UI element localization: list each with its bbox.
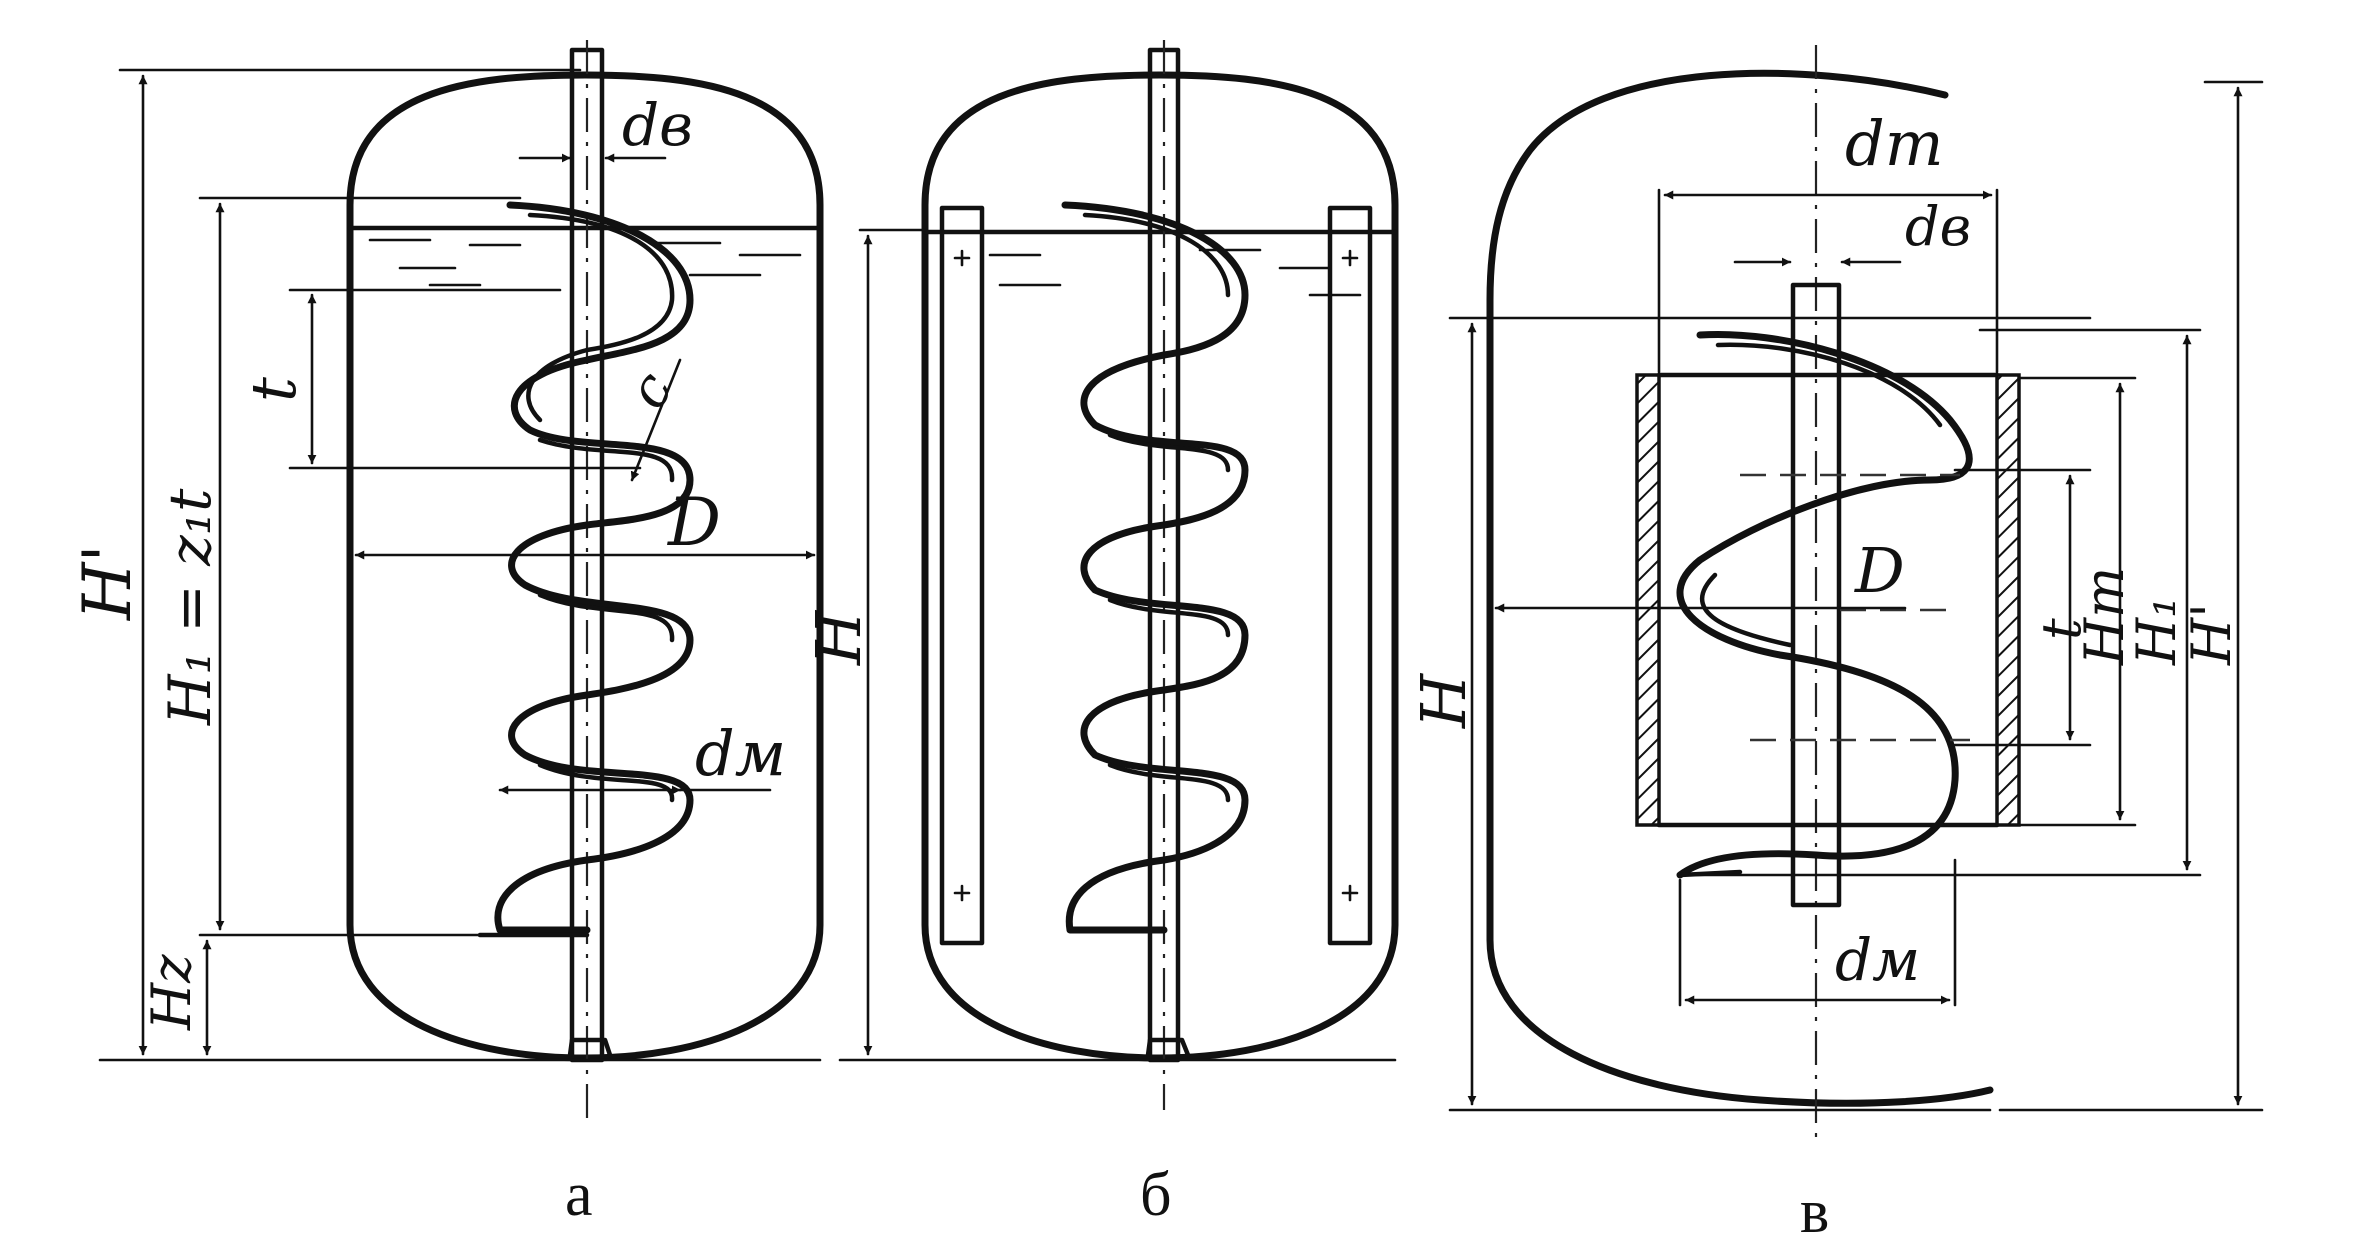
caption-a: а: [565, 1161, 593, 1229]
label-H-prime-c: H': [2180, 603, 2243, 666]
liquid-marks-b: [988, 248, 1362, 297]
label-gap-a: c: [615, 361, 685, 419]
label-d-tube-c: dт: [1845, 107, 1943, 180]
label-D-a: D: [667, 484, 721, 561]
helix-ribbon-b: [1061, 201, 1249, 934]
label-H-c: H: [1407, 672, 1480, 729]
draft-tube-left-c: [1635, 373, 1661, 827]
panel-c: dт dв D dм t Hт H₁ H' H: [1407, 45, 2264, 1246]
baffle-right-b: [1327, 205, 1373, 946]
baffle-left-b: [939, 205, 985, 946]
label-H-b: H: [802, 609, 875, 666]
label-step-c: t: [2030, 618, 2093, 640]
panel-a: dв t c D dм H' H₁ = z₁t Hz а: [69, 40, 824, 1229]
label-d-shaft-c: dв: [1905, 195, 1971, 258]
label-d-mixer-a: dм: [695, 717, 786, 790]
draft-tube-right-c: [1995, 373, 2021, 827]
vessel-c: [1486, 69, 1994, 1107]
vessel-b: [921, 71, 1399, 1062]
label-H-total-a: H': [69, 544, 146, 621]
label-H1-a: H₁ = z₁t: [156, 488, 224, 726]
label-H1-c: H₁: [2125, 596, 2188, 666]
helix-ribbon-inner-b: [1082, 212, 1231, 803]
label-Hz-a: Hz: [140, 954, 203, 1031]
caption-c: в: [1800, 1178, 1829, 1246]
bearing-b: [1145, 1037, 1191, 1058]
label-H-tube-c: Hт: [2073, 567, 2136, 666]
liquid-marks-a: [368, 238, 802, 287]
shaft-c: [1790, 282, 1842, 908]
caption-b: б: [1140, 1161, 1172, 1229]
label-d-mixer-c: dм: [1835, 926, 1920, 994]
helix-ribbon-inner-a: [526, 212, 675, 803]
label-D-c: D: [1854, 534, 1905, 607]
vessel-a: [346, 71, 824, 1062]
label-step-a: t: [237, 377, 310, 402]
panel-b: H б: [802, 40, 1399, 1229]
helix-ribbon-c: [1676, 330, 1973, 879]
label-d-shaft-a: dв: [622, 91, 693, 159]
bearing-a: [567, 1037, 613, 1058]
helix-ribbon-a: [494, 201, 694, 934]
